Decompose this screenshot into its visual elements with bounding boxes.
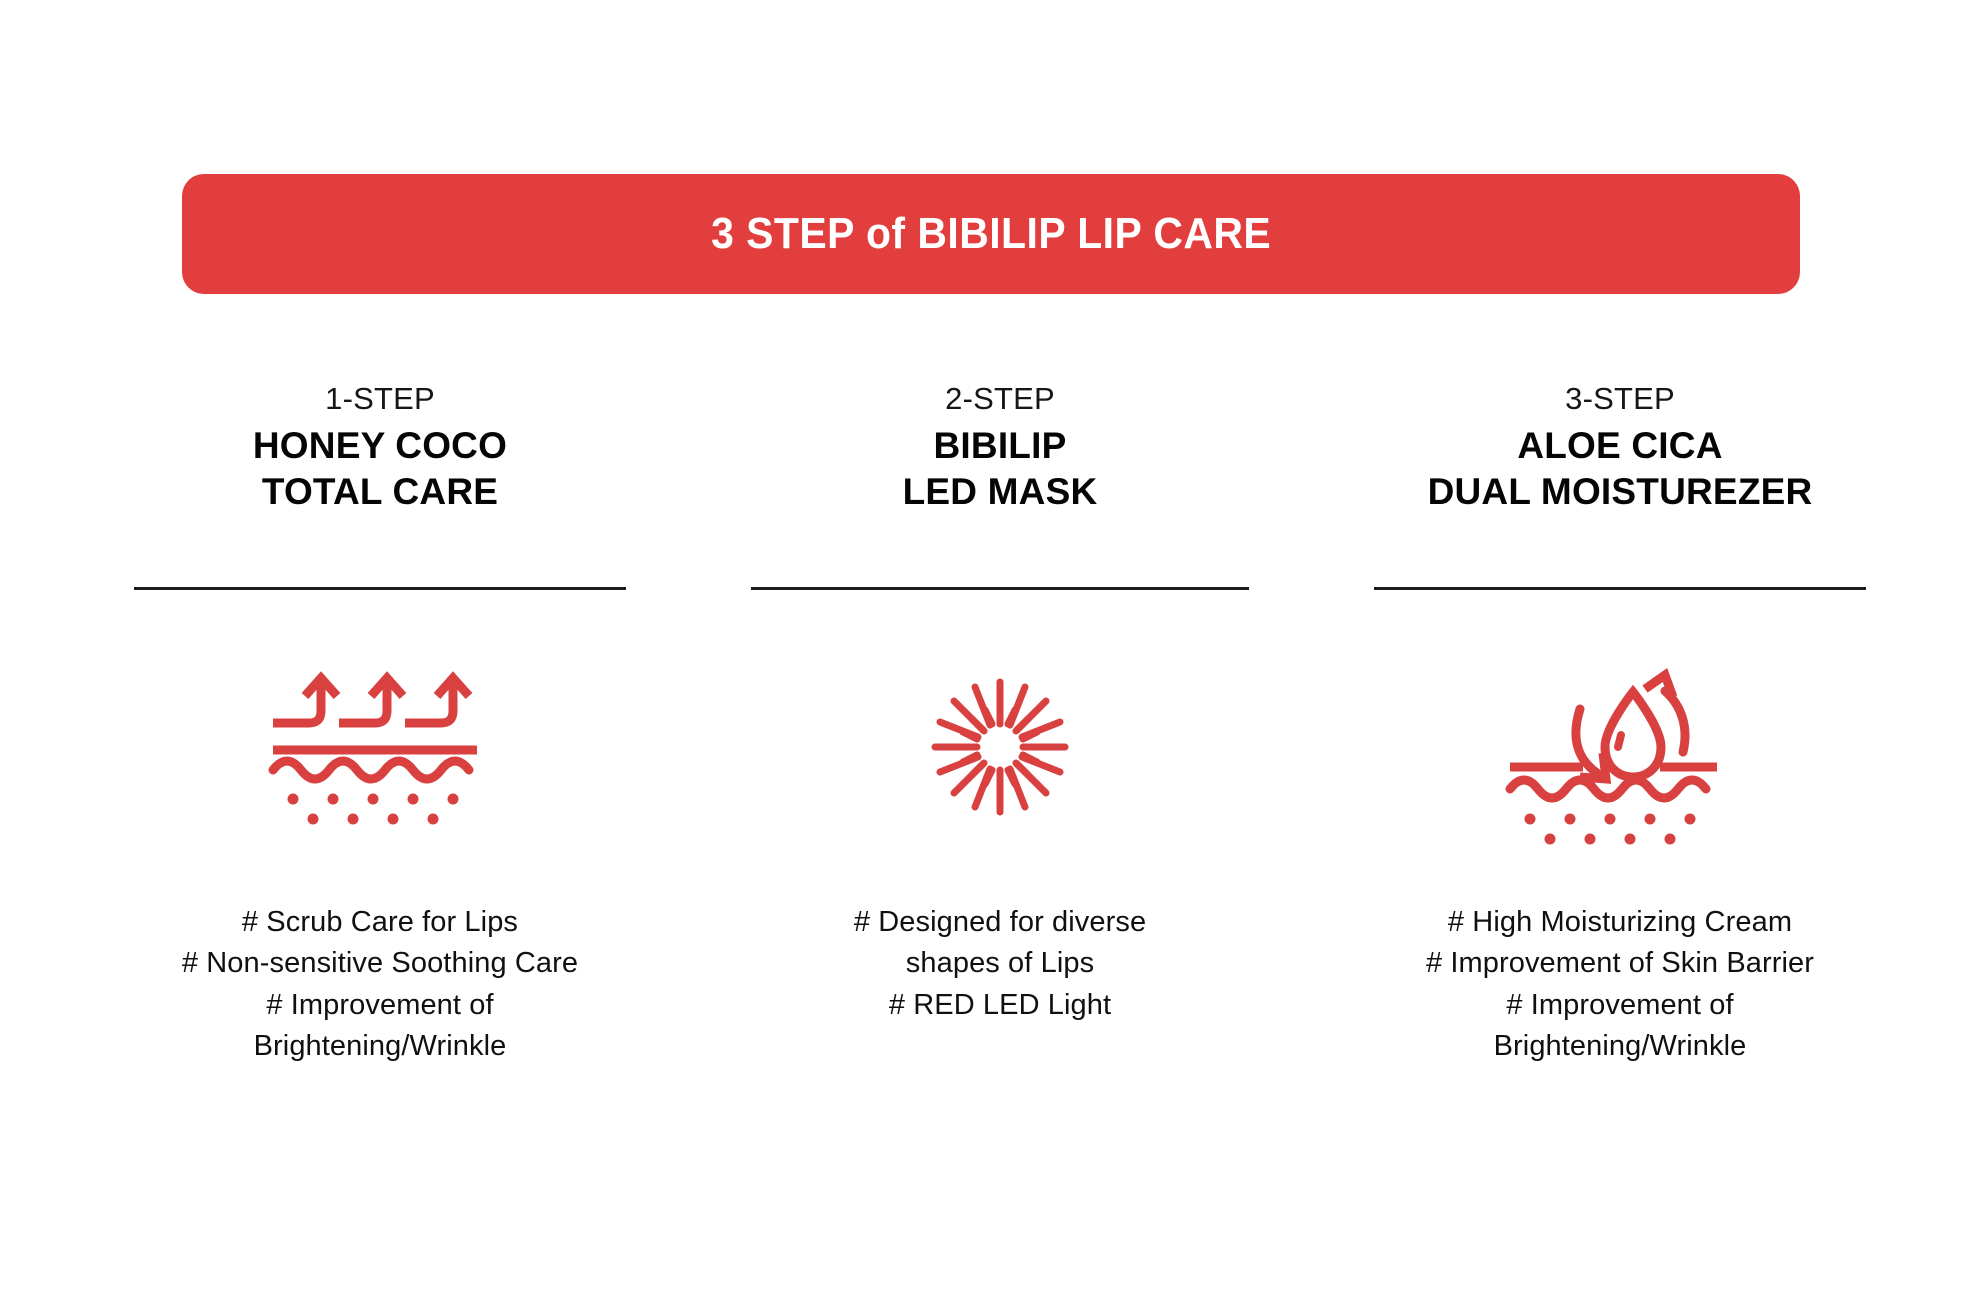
product-name-1: HONEY COCO TOTAL CARE: [252, 424, 508, 512]
icon-container-3: [1505, 632, 1735, 862]
steps-columns: 1-STEP HONEY COCO TOTAL CARE: [0, 380, 1982, 1067]
product-name-3: ALOE CICA DUAL MOISTUREZER: [1427, 424, 1813, 512]
light-burst-icon: [931, 678, 1069, 816]
bullets-1: # Scrub Care for Lips # Non-sensitive So…: [181, 906, 579, 1062]
product-name-2: BIBILIP LED MASK: [902, 424, 1098, 512]
banner: 3 STEP of BIBILIP LIP CARE: [182, 174, 1800, 294]
step-label-1: 1-STEP: [325, 381, 435, 416]
step-column-2: 2-STEP BIBILIP LED MASK: [690, 380, 1310, 1067]
bullets-3: # High Moisturizing Cream # Improvement …: [1425, 906, 1815, 1062]
banner-title: 3 STEP of BIBILIP LIP CARE: [710, 209, 1272, 258]
step-column-1: 1-STEP HONEY COCO TOTAL CARE: [70, 380, 690, 1067]
icon-container-1: [265, 632, 495, 862]
divider-3: [1374, 587, 1866, 591]
icon-container-2: [905, 632, 1095, 862]
divider-1: [134, 587, 626, 591]
skin-absorption-arrows-icon: [268, 671, 477, 825]
bullets-2: # Designed for diverse shapes of Lips # …: [853, 906, 1147, 1021]
step-label-3: 3-STEP: [1565, 381, 1675, 416]
step-label-2: 2-STEP: [945, 381, 1055, 416]
step-column-3: 3-STEP ALOE CICA DUAL MOISTUREZER: [1310, 380, 1930, 1067]
divider-2: [751, 587, 1249, 591]
moisture-droplet-skin-icon: [1505, 668, 1717, 845]
